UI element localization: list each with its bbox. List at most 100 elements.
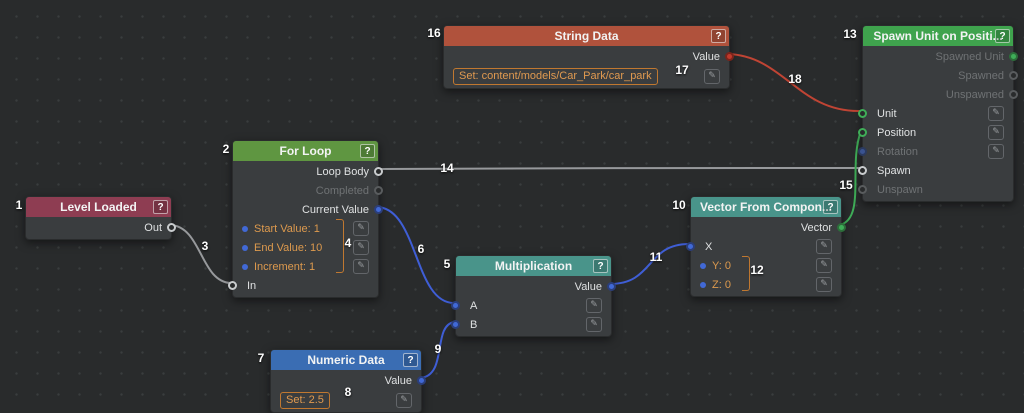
edit-icon[interactable]: ✎ [988, 125, 1004, 140]
edit-icon[interactable]: ✎ [353, 240, 369, 255]
node-header[interactable]: String Data ? [444, 26, 729, 46]
port-label: Position [877, 126, 917, 139]
node-header[interactable]: Numeric Data ? [271, 350, 421, 370]
edit-icon[interactable]: ✎ [816, 277, 832, 292]
node-vector-from-components[interactable]: Vector From Compon... ? Vector X ✎ Y: 0 … [686, 196, 846, 297]
port-label: Out [144, 221, 162, 234]
node-title: Numeric Data [307, 353, 385, 367]
node-numeric-data[interactable]: Numeric Data ? Value Set: 2.5 ✎ [270, 349, 426, 413]
row-out: Out [26, 218, 176, 237]
port-label: Value [692, 50, 720, 63]
wire-stringvalue-to-unit[interactable] [727, 53, 861, 113]
wire-out-to-in[interactable] [169, 224, 232, 284]
node-header[interactable]: Multiplication ? [456, 256, 611, 276]
output-port-spawned-unit[interactable] [1009, 52, 1018, 61]
edit-icon[interactable]: ✎ [353, 221, 369, 236]
port-label: X [705, 240, 713, 253]
wire-currentvalue-to-a[interactable] [376, 206, 455, 304]
input-port-in[interactable] [228, 281, 237, 290]
help-icon[interactable]: ? [593, 259, 608, 273]
node-for-loop[interactable]: For Loop ? Loop Body Completed Current V… [228, 140, 383, 298]
wire-vector-to-position[interactable] [839, 130, 862, 226]
output-port-current-value[interactable] [374, 205, 383, 214]
input-port-b[interactable] [451, 320, 460, 329]
help-icon[interactable]: ? [823, 200, 838, 214]
wire-multiplyvalue-to-x[interactable] [609, 243, 690, 285]
node-header[interactable]: For Loop ? [233, 141, 378, 161]
node-title: String Data [554, 29, 619, 43]
annotation-14: 14 [440, 161, 454, 175]
annotation-11: 11 [649, 250, 663, 264]
row-current-value: Current Value [233, 200, 383, 219]
node-header[interactable]: Vector From Compon... ? [691, 197, 841, 217]
row-spawned: Spawned [863, 66, 1018, 85]
wire-loopbody-to-spawn[interactable] [376, 167, 861, 170]
output-port-value[interactable] [725, 52, 734, 61]
node-title: Multiplication [494, 259, 573, 273]
annotation-12: 12 [750, 263, 764, 277]
output-port-vector[interactable] [837, 223, 846, 232]
row-z: Z: 0 ✎ [691, 275, 841, 294]
row-unit: Unit ✎ [858, 104, 1013, 123]
row-completed: Completed [233, 181, 383, 200]
node-string-data[interactable]: String Data ? Value Set: content/models/… [443, 25, 734, 89]
port-label: Completed [315, 184, 369, 197]
port-label: Unspawned [945, 88, 1004, 101]
help-icon[interactable]: ? [995, 29, 1010, 43]
node-header[interactable]: Spawn Unit on Positi... ? [863, 26, 1013, 46]
help-icon[interactable]: ? [360, 144, 375, 158]
value-chip[interactable]: Set: content/models/Car_Park/car_park [453, 67, 658, 85]
row-value: Value [271, 371, 426, 390]
help-icon[interactable]: ? [403, 353, 418, 367]
node-title: Vector From Compon... [699, 200, 832, 214]
input-port-x[interactable] [686, 242, 695, 251]
help-icon[interactable]: ? [711, 29, 726, 43]
number-pin-icon [700, 262, 706, 269]
output-port-value[interactable] [417, 376, 426, 385]
edit-icon[interactable]: ✎ [586, 298, 602, 313]
node-header[interactable]: Level Loaded ? [26, 197, 171, 217]
edit-icon[interactable]: ✎ [816, 258, 832, 273]
input-port-spawn[interactable] [858, 166, 867, 175]
output-port-completed[interactable] [374, 186, 383, 195]
input-port-unspawn[interactable] [858, 185, 867, 194]
row-increment: Increment: 1 ✎ [233, 257, 378, 276]
port-label: Spawned Unit [935, 50, 1005, 63]
output-port-value[interactable] [607, 282, 616, 291]
annotation-5: 5 [443, 257, 451, 271]
input-port-position[interactable] [858, 128, 867, 137]
edit-icon[interactable]: ✎ [704, 68, 720, 84]
annotation-4: 4 [344, 236, 352, 250]
node-level-loaded[interactable]: Level Loaded ? Out [25, 196, 176, 240]
input-port-unit[interactable] [858, 109, 867, 118]
edit-icon[interactable]: ✎ [353, 259, 369, 274]
edit-icon[interactable]: ✎ [396, 392, 412, 408]
edit-icon[interactable]: ✎ [586, 317, 602, 332]
input-port-a[interactable] [451, 301, 460, 310]
row-end-value: End Value: 10 ✎ [233, 238, 378, 257]
output-port-loop-body[interactable] [374, 167, 383, 176]
wire-numericvalue-to-b[interactable] [419, 321, 455, 379]
node-multiplication[interactable]: Multiplication ? Value A ✎ B ✎ [451, 255, 616, 337]
output-port-spawned[interactable] [1009, 71, 1018, 80]
annotation-16: 16 [427, 26, 441, 40]
port-label: Rotation [877, 145, 918, 158]
edit-icon[interactable]: ✎ [988, 144, 1004, 159]
row-value: Value [444, 47, 734, 66]
port-label: Unit [877, 107, 897, 120]
node-title: Level Loaded [60, 200, 137, 214]
value-label: Start Value: 1 [254, 222, 320, 235]
row-loop-body: Loop Body [233, 162, 383, 181]
port-label: Spawn [877, 164, 911, 177]
edit-icon[interactable]: ✎ [816, 239, 832, 254]
output-port-unspawned[interactable] [1009, 90, 1018, 99]
edit-icon[interactable]: ✎ [988, 106, 1004, 121]
value-label: Z: 0 [712, 278, 731, 291]
annotation-bracket-12 [742, 256, 750, 291]
output-port-out[interactable] [167, 223, 176, 232]
value-chip[interactable]: Set: 2.5 [280, 391, 330, 409]
input-port-rotation[interactable] [858, 147, 867, 156]
node-spawn-unit-on-position[interactable]: Spawn Unit on Positi... ? Spawned Unit S… [858, 25, 1018, 202]
help-icon[interactable]: ? [153, 200, 168, 214]
